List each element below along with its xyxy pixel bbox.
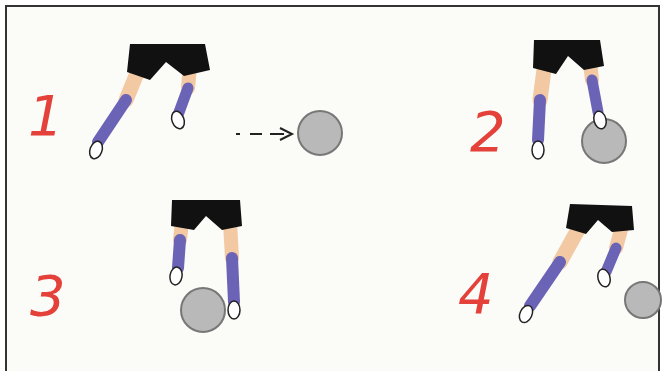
step-number: 1 [28, 88, 64, 144]
player-legs [169, 200, 242, 302]
shoe [592, 110, 608, 130]
ball [625, 282, 661, 318]
motion-arrow [236, 133, 284, 135]
step-number: 3 [30, 268, 66, 324]
motion-arrow-head [280, 128, 292, 140]
ball [298, 111, 342, 155]
ball [181, 288, 225, 332]
step-number: 4 [458, 266, 494, 322]
player-legs [87, 44, 210, 161]
frame [6, 6, 659, 371]
player-legs [517, 204, 634, 325]
shoe [228, 301, 240, 319]
step-number: 2 [470, 104, 506, 160]
